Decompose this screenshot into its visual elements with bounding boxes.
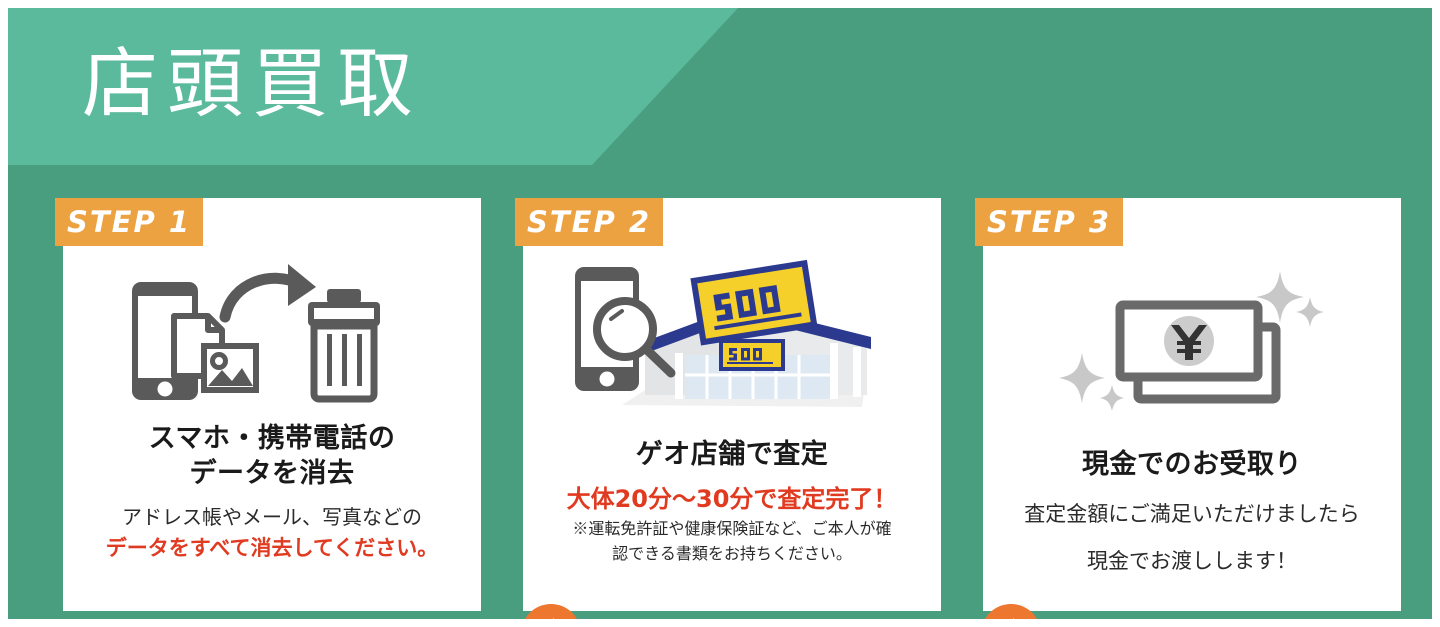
arrow-step2-to-step3 xyxy=(981,604,1041,619)
step-badge-1: STEP 1 xyxy=(55,198,203,246)
step-3-title-line1: 現金でのお受取り xyxy=(1082,449,1302,480)
step-2-title-line1: ゲオ店舗で査定 xyxy=(635,439,829,470)
step-2-note-line1: ※運転免許証や健康保険証など、ご本人が確 xyxy=(572,518,892,538)
step-card-3: STEP 3 xyxy=(975,198,1401,611)
step-2-note-line2: 認できる書類をお持ちください。 xyxy=(612,544,852,564)
step-1-body-line1: アドレス帳やメール、写真などの xyxy=(122,505,422,530)
step-2-highlight: 大体20分〜30分で査定完了！ xyxy=(566,484,898,513)
steps-container: STEP 1 xyxy=(55,198,1401,619)
green-panel: 店頭買取 STEP 1 xyxy=(8,8,1432,619)
page-title: 店頭買取 xyxy=(82,39,422,128)
step-badge-label: STEP 2 xyxy=(526,205,651,239)
phone-data-erase-trash-illustration xyxy=(132,264,380,403)
geo-store-appraisal-icon xyxy=(523,246,941,428)
step-badge-2: STEP 2 xyxy=(515,198,663,246)
step-badge-label: STEP 3 xyxy=(986,205,1111,239)
arrow-step1-to-step2 xyxy=(521,604,581,619)
step-1-body-line2: データをすべて消去してください。 xyxy=(105,535,439,560)
step-2-text: ゲオ店舗で査定 大体20分〜30分で査定完了！ ※運転免許証や健康保険証など、ご… xyxy=(523,438,941,565)
phone-data-erase-trash-icon xyxy=(63,246,481,428)
right-arrow-icon xyxy=(553,618,554,619)
step-3-body-line1: 査定金額にご満足いただけましたら xyxy=(1024,501,1360,526)
step-card-1: STEP 1 xyxy=(55,198,481,611)
step-3-body-line2: 現金でお渡しします！ xyxy=(1087,548,1297,573)
card-background xyxy=(983,198,1401,611)
card-background xyxy=(63,198,481,611)
geo-store-appraisal-illustration xyxy=(575,259,871,407)
step-3-text: 現金でのお受取り 査定金額にご満足いただけましたら 現金でお渡しします！ xyxy=(983,448,1401,577)
step-1-text: スマホ・携帯電話の データを消去 アドレス帳やメール、写真などの データをすべて… xyxy=(63,422,481,564)
cash-yen-banknotes-icon xyxy=(983,246,1401,428)
step-card-2: STEP 2 xyxy=(515,198,941,611)
step-1-title-line1: スマホ・携帯電話の xyxy=(148,423,396,454)
right-arrow-icon xyxy=(1013,618,1014,619)
banner-shape xyxy=(8,8,738,165)
step-1-title-line2: データを消去 xyxy=(189,457,355,489)
cash-yen-banknotes-illustration xyxy=(1059,271,1324,411)
step-badge-3: STEP 3 xyxy=(975,198,1123,246)
step-badge-label: STEP 1 xyxy=(66,205,191,239)
